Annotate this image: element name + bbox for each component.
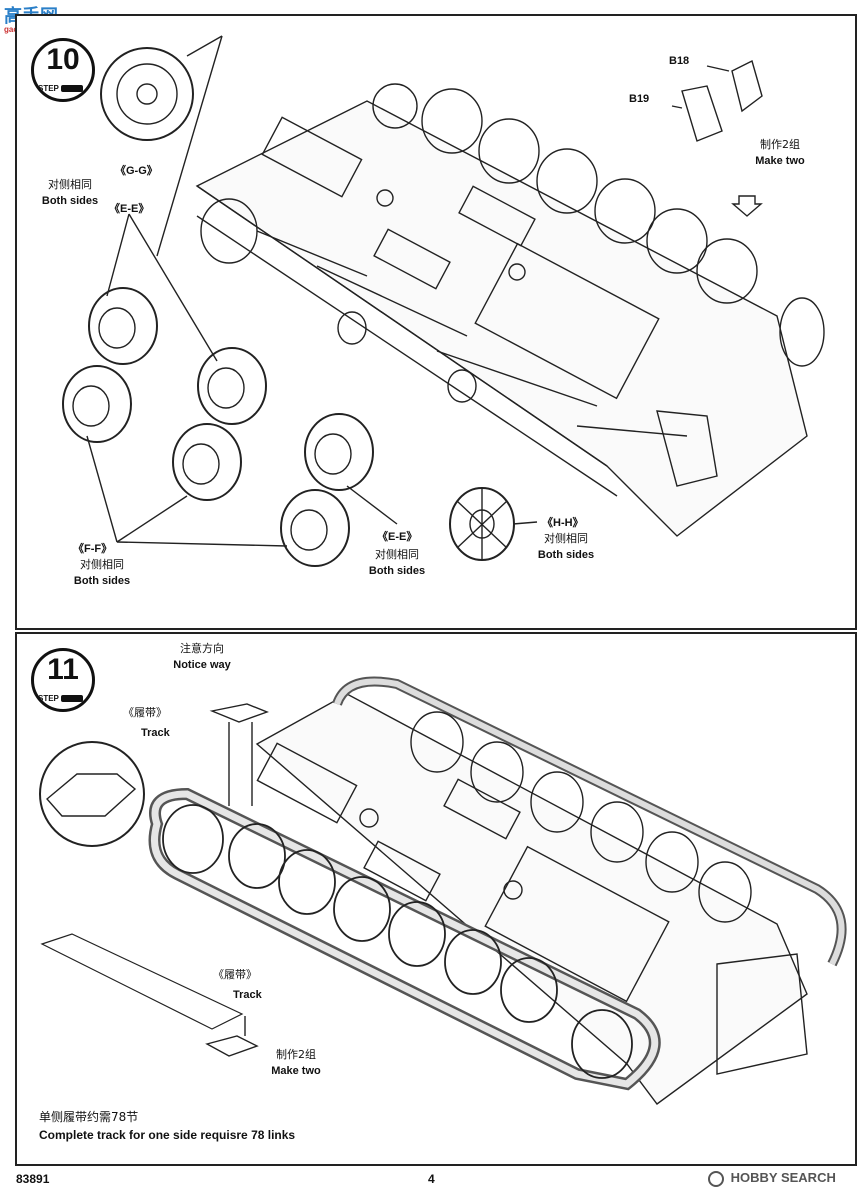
- make-two-en: Make two: [755, 155, 805, 167]
- both-sides-en: Both sides: [41, 195, 99, 207]
- ee-label-top: 《E-E》: [109, 203, 150, 215]
- step-label: STEP: [38, 694, 59, 703]
- hh-both-sides-en: Both sides: [537, 549, 595, 561]
- model-number: 83891: [16, 1172, 50, 1186]
- step-number: 11: [47, 653, 79, 686]
- tank-icon: [61, 695, 83, 702]
- page-number: 4: [428, 1172, 435, 1186]
- step-10-panel: 10 STEP 《G-G》 对侧相同 Both sides 《E-E》 B18 …: [15, 14, 857, 630]
- ee-both-sides-cn: 对侧相同: [375, 548, 419, 561]
- track-label-mid-en: Track: [233, 989, 262, 1001]
- hobby-search-text: HOBBY SEARCH: [730, 1170, 836, 1185]
- links-required-cn: 单侧履带约需78节: [39, 1110, 139, 1124]
- make-two-cn: 制作2组: [760, 138, 800, 151]
- make-two-en: Make two: [271, 1065, 321, 1077]
- step-number: 10: [46, 43, 80, 76]
- hobby-search-logo-icon: [708, 1170, 724, 1187]
- ff-both-sides-cn: 对侧相同: [80, 558, 124, 571]
- ee-both-sides-en: Both sides: [368, 565, 426, 577]
- gg-label: 《G-G》: [115, 165, 158, 177]
- ee-label-bottom: 《E-E》: [377, 531, 418, 543]
- b18-label: B18: [669, 55, 690, 67]
- hh-both-sides-cn: 对侧相同: [544, 532, 588, 545]
- hh-label: 《H-H》: [542, 517, 584, 529]
- tank-icon: [61, 85, 83, 92]
- ff-both-sides-en: Both sides: [73, 575, 131, 587]
- step-11-panel: 11 STEP 注意方向 Notice way 《履带》 Track 《履带》 …: [15, 632, 857, 1166]
- step-11-badge: 11 STEP: [31, 648, 95, 712]
- make-two-cn: 制作2组: [276, 1048, 316, 1061]
- notice-way-en: Notice way: [173, 659, 231, 671]
- both-sides-cn: 对侧相同: [48, 178, 92, 191]
- step-11-illustration: [39, 676, 847, 1105]
- b19-label: B19: [629, 93, 650, 105]
- track-label-top-cn: 《履带》: [123, 706, 167, 719]
- hobby-search-watermark: HOBBY SEARCH: [708, 1170, 836, 1187]
- step-10-illustration: [62, 35, 825, 567]
- track-label-mid-cn: 《履带》: [213, 968, 257, 981]
- step-label: STEP: [38, 84, 59, 93]
- ff-label: 《F-F》: [73, 543, 113, 555]
- links-required-en: Complete track for one side requisre 78 …: [39, 1128, 296, 1142]
- step-10-badge: 10 STEP: [31, 38, 95, 102]
- notice-way-cn: 注意方向: [180, 642, 224, 655]
- track-label-top-en: Track: [141, 727, 170, 739]
